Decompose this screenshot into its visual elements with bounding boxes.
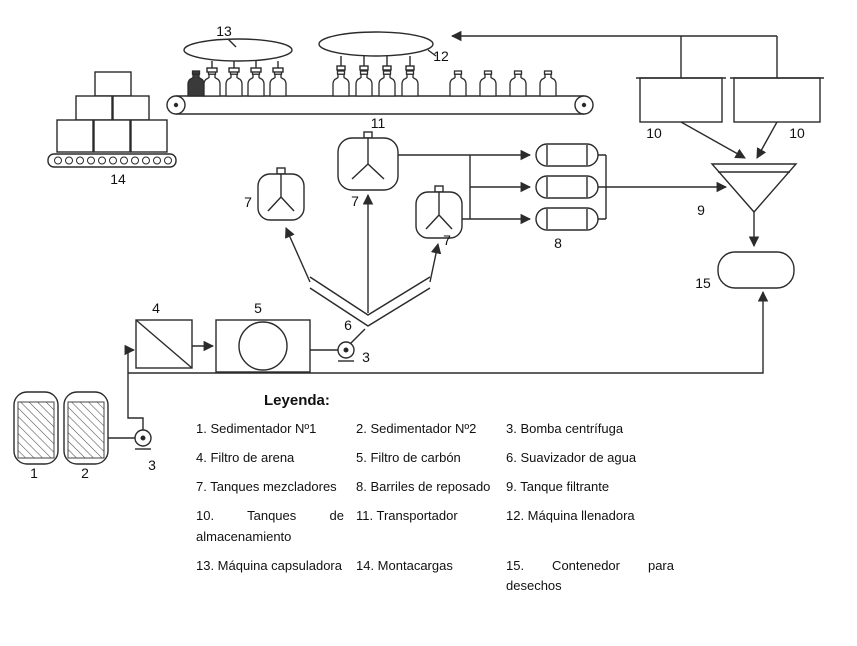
sedimentator-tank-1-fill <box>17 401 55 459</box>
box <box>75 95 113 121</box>
box <box>130 119 168 153</box>
callout-mixer-center: 7 <box>351 193 359 209</box>
box <box>94 71 132 97</box>
callout-forklift: 14 <box>110 171 126 187</box>
carbon-filter <box>215 319 311 373</box>
pipe-barrel-connectors <box>598 154 606 220</box>
legend: Leyenda: 1. Sedimentador Nº1 2. Sediment… <box>196 392 686 596</box>
callout-mixer-left: 7 <box>244 194 252 210</box>
legend-item-6: 6. Suavizador de agua <box>506 450 637 466</box>
callout-softener: 6 <box>344 317 352 333</box>
pump-center <box>337 341 355 362</box>
filling-machine <box>318 31 437 71</box>
legend-item-14: 14. Montacargas <box>356 557 453 573</box>
mixer-tank-right <box>415 185 463 239</box>
sedimentator-tanks <box>13 391 109 465</box>
callout-capper: 13 <box>216 23 232 39</box>
callout-storage-left: 10 <box>646 125 662 141</box>
conveyor-belt <box>166 95 594 115</box>
legend-item-12: 12. Máquina llenadora <box>506 508 635 524</box>
barrel-2 <box>535 175 599 199</box>
callout-carbon-filter: 5 <box>254 300 262 316</box>
callout-pump-center: 3 <box>362 349 370 365</box>
sand-filter <box>135 319 193 369</box>
storage-tank-left <box>639 77 723 123</box>
storage-tank-right <box>733 77 821 123</box>
pipe-pump-to-manifold <box>350 328 366 344</box>
legend-item-9: 9. Tanque filtrante <box>506 479 610 495</box>
capper-leader-line <box>227 38 237 48</box>
filler-leader-line <box>427 49 437 57</box>
pipe-feed-left-mixer <box>285 227 311 283</box>
barrel-1 <box>535 143 599 167</box>
pipe-drain-line <box>128 290 769 374</box>
callout-barrels: 8 <box>554 235 562 251</box>
pipe-storage-right-down <box>756 121 778 159</box>
callout-conveyor: 11 <box>371 115 386 131</box>
box <box>93 119 131 153</box>
water-softener-manifold <box>309 276 431 327</box>
box <box>112 95 150 121</box>
legend-title: Leyenda: <box>264 392 330 409</box>
pipes <box>108 30 778 439</box>
legend-item-8: 8. Barriles de reposado <box>356 479 491 495</box>
legend-item-11: 11. Transportador <box>356 508 458 524</box>
callout-storage-right: 10 <box>789 125 805 141</box>
callout-sedimentator-2: 2 <box>81 465 89 481</box>
legend-item-10: 10. Tanques de almacenamiento <box>196 508 344 544</box>
callout-mixer-right: 7 <box>443 232 451 248</box>
capping-machine <box>183 38 293 73</box>
platform-rollers <box>54 156 172 165</box>
barrel-3 <box>535 207 599 231</box>
callout-pump-bottom: 3 <box>148 457 156 473</box>
bottle-filled-dark <box>187 70 205 97</box>
pipe-feed-right-mixer <box>429 242 442 283</box>
pump-bottom <box>134 429 152 450</box>
box <box>56 119 94 153</box>
legend-item-1: 1. Sedimentador Nº1 <box>196 421 317 436</box>
legend-item-5: 5. Filtro de carbón <box>356 450 461 466</box>
bottles <box>187 70 557 97</box>
resting-barrels <box>535 143 599 231</box>
legend-item-4: 4. Filtro de arena <box>196 450 295 466</box>
sedimentator-tank-2-fill <box>67 401 105 459</box>
legend-item-15: 15. Contenedor para desechos <box>506 557 674 593</box>
callout-sedimentator-1: 1 <box>30 465 38 481</box>
mixer-tanks <box>257 131 463 239</box>
callout-filler: 12 <box>433 48 449 64</box>
callout-waste: 15 <box>695 275 711 291</box>
pipe-pump-riser <box>127 350 144 430</box>
mixer-tank-left <box>257 167 305 221</box>
legend-item-7: 7. Tanques mezcladores <box>196 479 337 495</box>
storage-tanks <box>636 77 824 123</box>
legend-grid: 1. Sedimentador Nº1 2. Sedimentador Nº2 … <box>196 419 686 596</box>
callout-filter-tank: 9 <box>697 202 705 218</box>
legend-item-3: 3. Bomba centrífuga <box>506 421 624 436</box>
pipe-storage-left-down <box>680 121 746 159</box>
callout-sand-filter: 4 <box>152 300 160 316</box>
waste-container <box>717 251 795 289</box>
forklift-pallet <box>47 71 177 168</box>
mixer-tank-center <box>337 131 399 191</box>
pipe-storage-risers <box>680 36 778 78</box>
legend-item-13: 13. Máquina capsuladora <box>196 557 342 573</box>
legend-item-2: 2. Sedimentador Nº2 <box>356 421 477 436</box>
filter-tank <box>710 163 798 214</box>
callouts: 13 12 11 10 10 9 15 8 7 7 7 6 5 4 3 3 1 … <box>30 23 805 481</box>
